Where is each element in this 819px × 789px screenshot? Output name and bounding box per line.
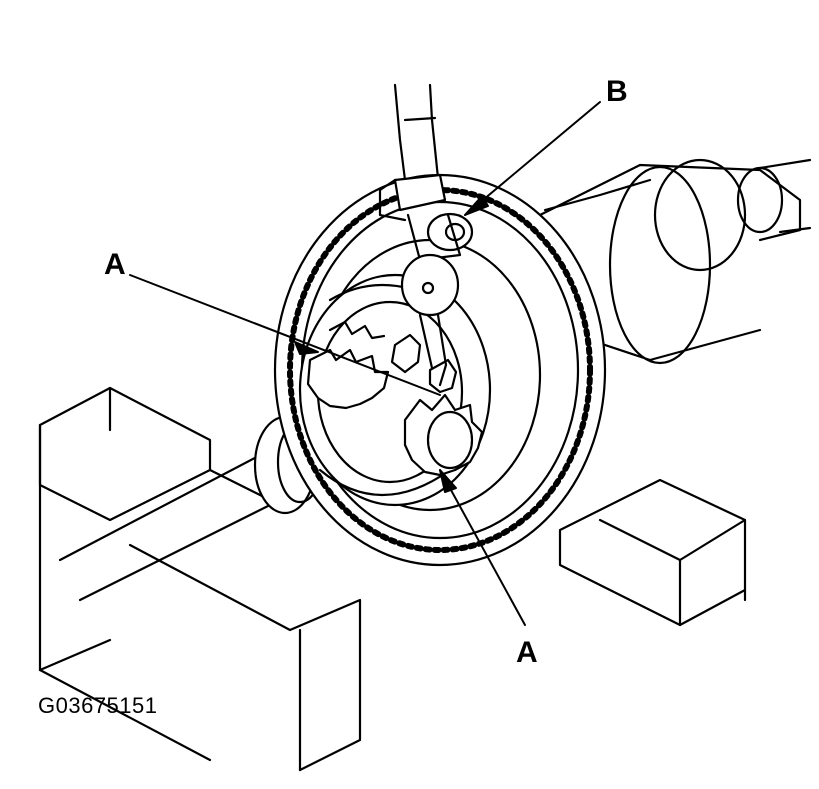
leader-a-upper [129,274,441,396]
side-gear-upper-left [306,320,390,410]
leader-b [464,101,601,216]
callout-label-a-lower: A [516,636,538,669]
left-support-block [38,386,362,772]
leader-a-lower [439,469,526,626]
figure-code: G03675151 [38,693,158,718]
callout-label-b: B [606,75,628,108]
pinion-gears [390,333,458,394]
right-support-block [558,478,747,627]
leader-lines [129,101,601,626]
side-gear-lower-right [403,393,484,477]
dial-indicator [378,83,474,387]
callout-label-a-upper: A [104,248,126,281]
